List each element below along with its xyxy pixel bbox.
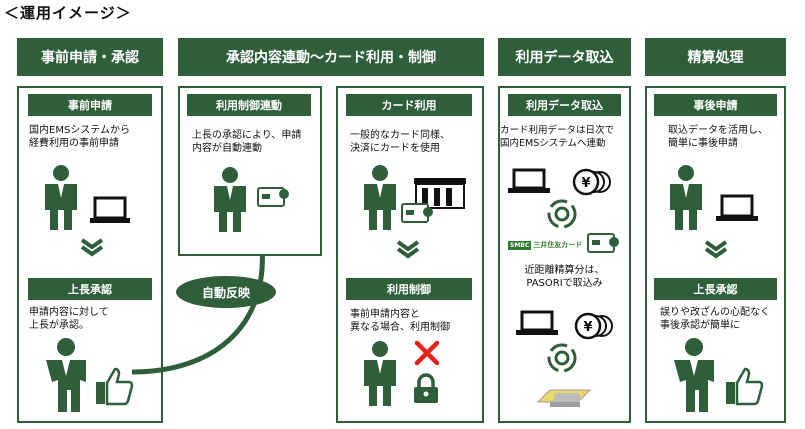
person-icon xyxy=(214,167,246,232)
card-icon xyxy=(257,187,289,207)
lock-icon xyxy=(414,373,438,403)
data-import-text-1: カード利用データは日次で xyxy=(500,125,615,136)
panel-data-import xyxy=(498,86,631,423)
usage-control-text-2: 異なる場合、利用制御 xyxy=(350,322,450,333)
control-link-text-2: 内容が自動連動 xyxy=(192,143,262,154)
cross-icon xyxy=(414,340,440,366)
chevron-down-icon xyxy=(704,240,728,259)
supervisor-approval-2-text-2: 事後承認が簡単に xyxy=(660,320,740,331)
card-icon xyxy=(587,233,619,253)
post-application-text-2: 簡単に事後申請 xyxy=(668,138,738,149)
label-data-import: 利用データ取込 xyxy=(508,94,621,116)
card-usage-text-1: 一般的なカード同様、 xyxy=(350,130,450,141)
yen-coins-icon: ¥ xyxy=(572,168,611,196)
supervisor-icon xyxy=(46,338,86,412)
card-brand-logo: SMBC 三井住友カード xyxy=(508,238,582,252)
pre-application-text-1: 国内EMSシステムから xyxy=(29,125,130,136)
yen-coins-icon: ¥ xyxy=(574,312,613,340)
page-title: ＜運用イメージ＞ xyxy=(4,4,132,22)
card-icon xyxy=(401,203,433,223)
pre-application-text-2: 経費利用の事前申請 xyxy=(29,138,119,149)
column-header-approval: 事前申請・承認 xyxy=(17,38,163,76)
label-pre-application: 事前申請 xyxy=(28,94,152,116)
supervisor-approval-2-text-1: 誤りや改ざんの心配なく xyxy=(660,307,770,318)
thumbs-up-icon xyxy=(726,367,764,406)
chevron-down-icon xyxy=(396,240,420,259)
column-header-settlement: 精算処理 xyxy=(645,38,786,76)
label-supervisor-approval-2: 上長承認 xyxy=(654,278,777,300)
supervisor-icon xyxy=(674,338,714,412)
pasori-text-2: PASORIで取込み xyxy=(526,278,603,289)
thumbs-up-icon xyxy=(96,367,134,406)
column-header-data-import: 利用データ取込 xyxy=(498,38,631,76)
sync-gear-icon xyxy=(547,343,577,373)
supervisor-approval-text-1: 申請内容に対して xyxy=(29,307,109,318)
label-supervisor-approval: 上長承認 xyxy=(28,278,152,300)
svg-text:¥: ¥ xyxy=(583,320,592,335)
pasori-reader-icon xyxy=(536,389,592,407)
data-import-text-2: 国内EMSシステムへ連動 xyxy=(500,138,606,149)
laptop-icon xyxy=(716,194,758,221)
pasori-text-1: 近距離精算分は、 xyxy=(524,265,605,276)
card-brand-name: 三井住友カード xyxy=(533,241,583,249)
person-icon xyxy=(364,165,396,230)
auto-link-label: 自動反映 xyxy=(176,276,276,308)
label-card-usage: カード利用 xyxy=(346,94,472,116)
store-icon xyxy=(414,178,466,209)
svg-text:¥: ¥ xyxy=(581,176,590,191)
laptop-icon xyxy=(516,310,558,335)
label-control-link: 利用制御連動 xyxy=(187,94,311,116)
smbc-logo: SMBC xyxy=(508,240,532,250)
laptop-icon xyxy=(508,168,550,193)
column-header-card-control: 承認内容連動～カード利用・制御 xyxy=(178,38,484,76)
person-icon xyxy=(45,165,77,230)
laptop-icon xyxy=(90,196,130,223)
post-application-text-1: 取込データを活用し、 xyxy=(668,125,768,136)
person-icon xyxy=(670,165,702,230)
person-icon xyxy=(364,341,396,406)
label-usage-control: 利用制御 xyxy=(346,278,472,300)
label-post-application: 事後申請 xyxy=(654,94,777,116)
usage-control-text-1: 事前申請内容と xyxy=(350,309,420,320)
sync-gear-icon xyxy=(547,199,577,229)
supervisor-approval-text-2: 上長が承認。 xyxy=(29,320,89,331)
control-link-text-1: 上長の承認により、申請 xyxy=(192,130,302,141)
card-usage-text-2: 決済にカードを使用 xyxy=(350,143,440,154)
chevron-down-icon xyxy=(80,238,104,257)
